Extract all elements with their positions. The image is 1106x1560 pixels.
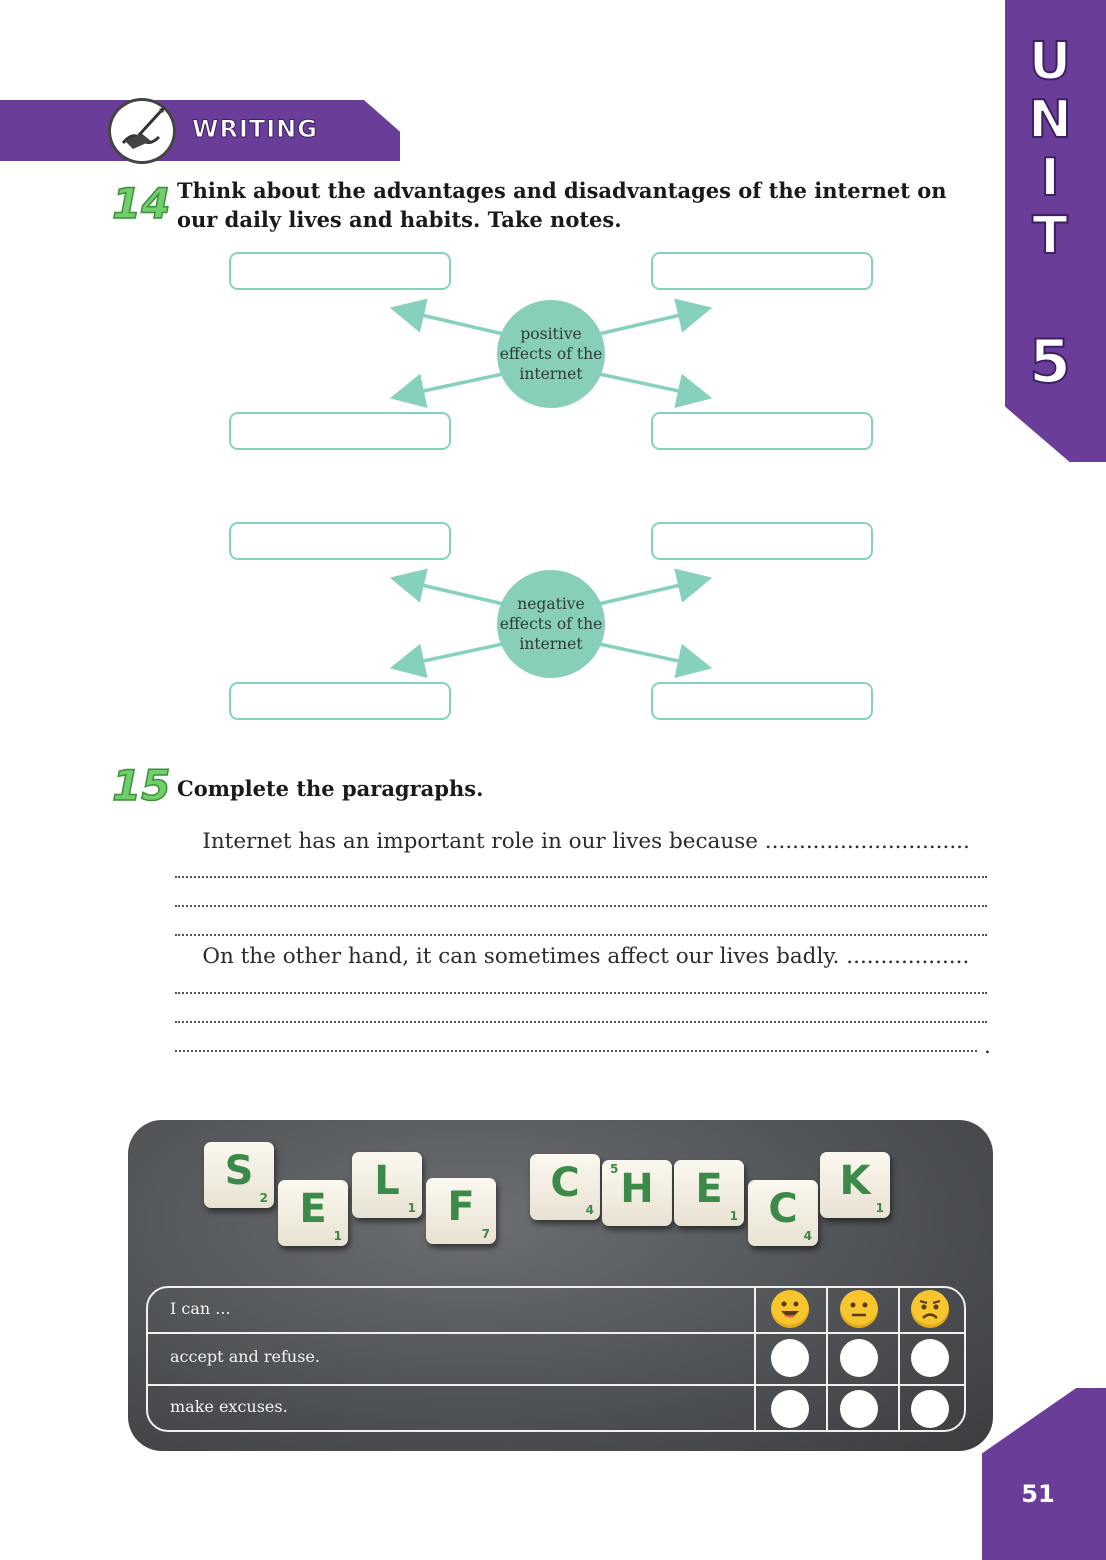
rating-circle[interactable]	[771, 1339, 809, 1377]
tile-score: 1	[729, 1209, 738, 1223]
happy-face-icon	[771, 1290, 809, 1328]
tile-letter: L	[374, 1158, 400, 1204]
section-title: WRITING	[192, 115, 318, 144]
positive-effects-hub: positive effects of the internet	[497, 300, 605, 408]
self-check-row-label: accept and refuse.	[170, 1347, 320, 1366]
paragraph-1-start: Internet has an important role in our li…	[175, 829, 970, 854]
writing-line[interactable]	[175, 992, 987, 994]
table-divider	[898, 1286, 900, 1432]
tile-score: 5	[610, 1162, 619, 1176]
final-period: .	[984, 1034, 991, 1059]
tile-score: 2	[259, 1191, 268, 1205]
tile-score: 4	[585, 1203, 594, 1217]
note-box-positive-1[interactable]	[229, 252, 451, 290]
writing-line[interactable]	[175, 1021, 987, 1023]
rating-circle[interactable]	[840, 1339, 878, 1377]
unit-letter-n: N	[1027, 90, 1073, 150]
tile-letter: F	[447, 1184, 475, 1230]
instruction-line-2: our daily lives and habits. Take notes.	[177, 207, 622, 232]
tile-score: 4	[803, 1229, 812, 1243]
table-divider	[826, 1286, 828, 1432]
unit-letter-i: I	[1039, 148, 1060, 208]
paragraph-2-start: On the other hand, it can sometimes affe…	[175, 944, 970, 969]
unit-tab	[1005, 0, 1106, 462]
unit-letter-t: T	[1031, 206, 1068, 266]
self-check-row-label: make excuses.	[170, 1397, 288, 1416]
tile-letter: S	[224, 1148, 254, 1194]
page-number-tab	[982, 1388, 1106, 1560]
note-box-negative-2[interactable]	[651, 522, 873, 560]
hub-text-line: internet	[519, 365, 583, 383]
table-divider	[146, 1384, 966, 1386]
exercise-number-14: 14	[111, 179, 171, 228]
section-banner	[0, 100, 400, 161]
tile-score: 7	[481, 1227, 490, 1241]
tile-letter: C	[550, 1160, 580, 1206]
table-divider	[754, 1286, 756, 1432]
mind-map-arrows	[389, 298, 713, 678]
tile-letter: C	[768, 1186, 798, 1232]
writing-line[interactable]	[175, 905, 987, 907]
note-box-negative-4[interactable]	[651, 682, 873, 720]
tile-score: 1	[407, 1201, 416, 1215]
instruction-line-1: Think about the advantages and disadvant…	[177, 178, 947, 203]
writing-line[interactable]	[175, 1050, 977, 1052]
neutral-face-icon	[840, 1290, 878, 1328]
hub-text-line: negative	[517, 595, 585, 613]
exercise-15-instruction: Complete the paragraphs.	[177, 776, 484, 801]
hub-text-line: positive	[520, 325, 582, 343]
rating-circle[interactable]	[840, 1390, 878, 1428]
table-divider	[146, 1332, 966, 1334]
worried-face-icon	[911, 1290, 949, 1328]
rating-circle[interactable]	[911, 1390, 949, 1428]
unit-number: 5	[1028, 327, 1072, 397]
pen-writing-icon	[108, 98, 176, 164]
writing-line[interactable]	[175, 934, 987, 936]
note-box-positive-2[interactable]	[651, 252, 873, 290]
note-box-negative-3[interactable]	[229, 682, 451, 720]
tile-letter: E	[695, 1166, 723, 1212]
note-box-positive-3[interactable]	[229, 412, 451, 450]
tile-letter: E	[299, 1186, 327, 1232]
self-check-table	[146, 1286, 966, 1432]
hub-text-line: effects of the	[499, 345, 603, 363]
page-number: 51	[1021, 1480, 1055, 1508]
hub-text-line: internet	[519, 635, 583, 653]
unit-letter-u: U	[1028, 32, 1072, 92]
tile-letter: K	[839, 1158, 871, 1204]
rating-circle[interactable]	[771, 1390, 809, 1428]
tile-score: 1	[333, 1229, 342, 1243]
exercise-number-15: 15	[111, 761, 171, 810]
tile-score: 1	[875, 1201, 884, 1215]
exercise-14-instruction: Think about the advantages and disadvant…	[177, 176, 947, 234]
tile-letter: H	[620, 1166, 654, 1212]
negative-effects-hub: negative effects of the internet	[497, 570, 605, 678]
hub-text-line: effects of the	[499, 615, 603, 633]
writing-line[interactable]	[175, 876, 987, 878]
rating-circle[interactable]	[911, 1339, 949, 1377]
note-box-positive-4[interactable]	[651, 412, 873, 450]
note-box-negative-1[interactable]	[229, 522, 451, 560]
self-check-header: I can ...	[170, 1299, 231, 1318]
